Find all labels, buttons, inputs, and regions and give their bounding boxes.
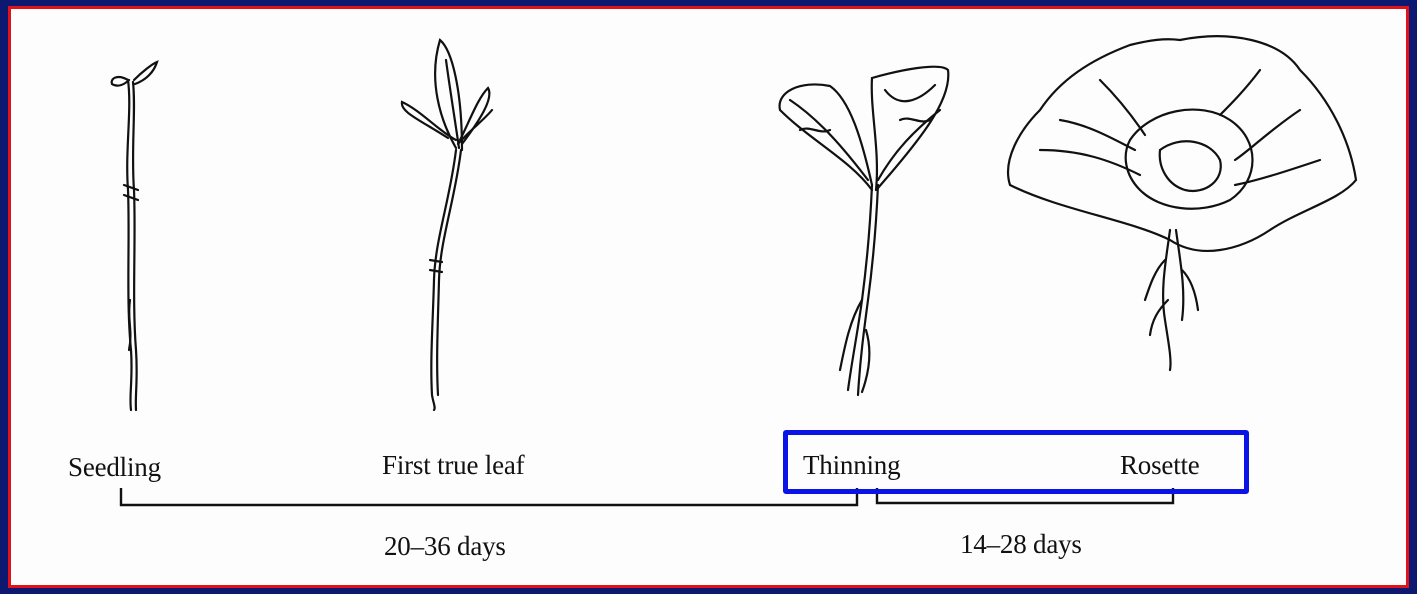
highlight-box bbox=[783, 430, 1249, 494]
first-true-leaf-plant bbox=[402, 40, 492, 410]
thinning-plant bbox=[780, 67, 949, 395]
interval-label-20-36-days: 20–36 days bbox=[384, 533, 506, 560]
interval-label-14-28-days: 14–28 days bbox=[960, 531, 1082, 558]
seedling-plant bbox=[112, 62, 157, 410]
bracket-20-36-days bbox=[121, 488, 857, 505]
rosette-plant bbox=[1008, 36, 1356, 370]
stage-label-first-true-leaf: First true leaf bbox=[382, 452, 524, 479]
stage-label-seedling: Seedling bbox=[68, 454, 161, 481]
